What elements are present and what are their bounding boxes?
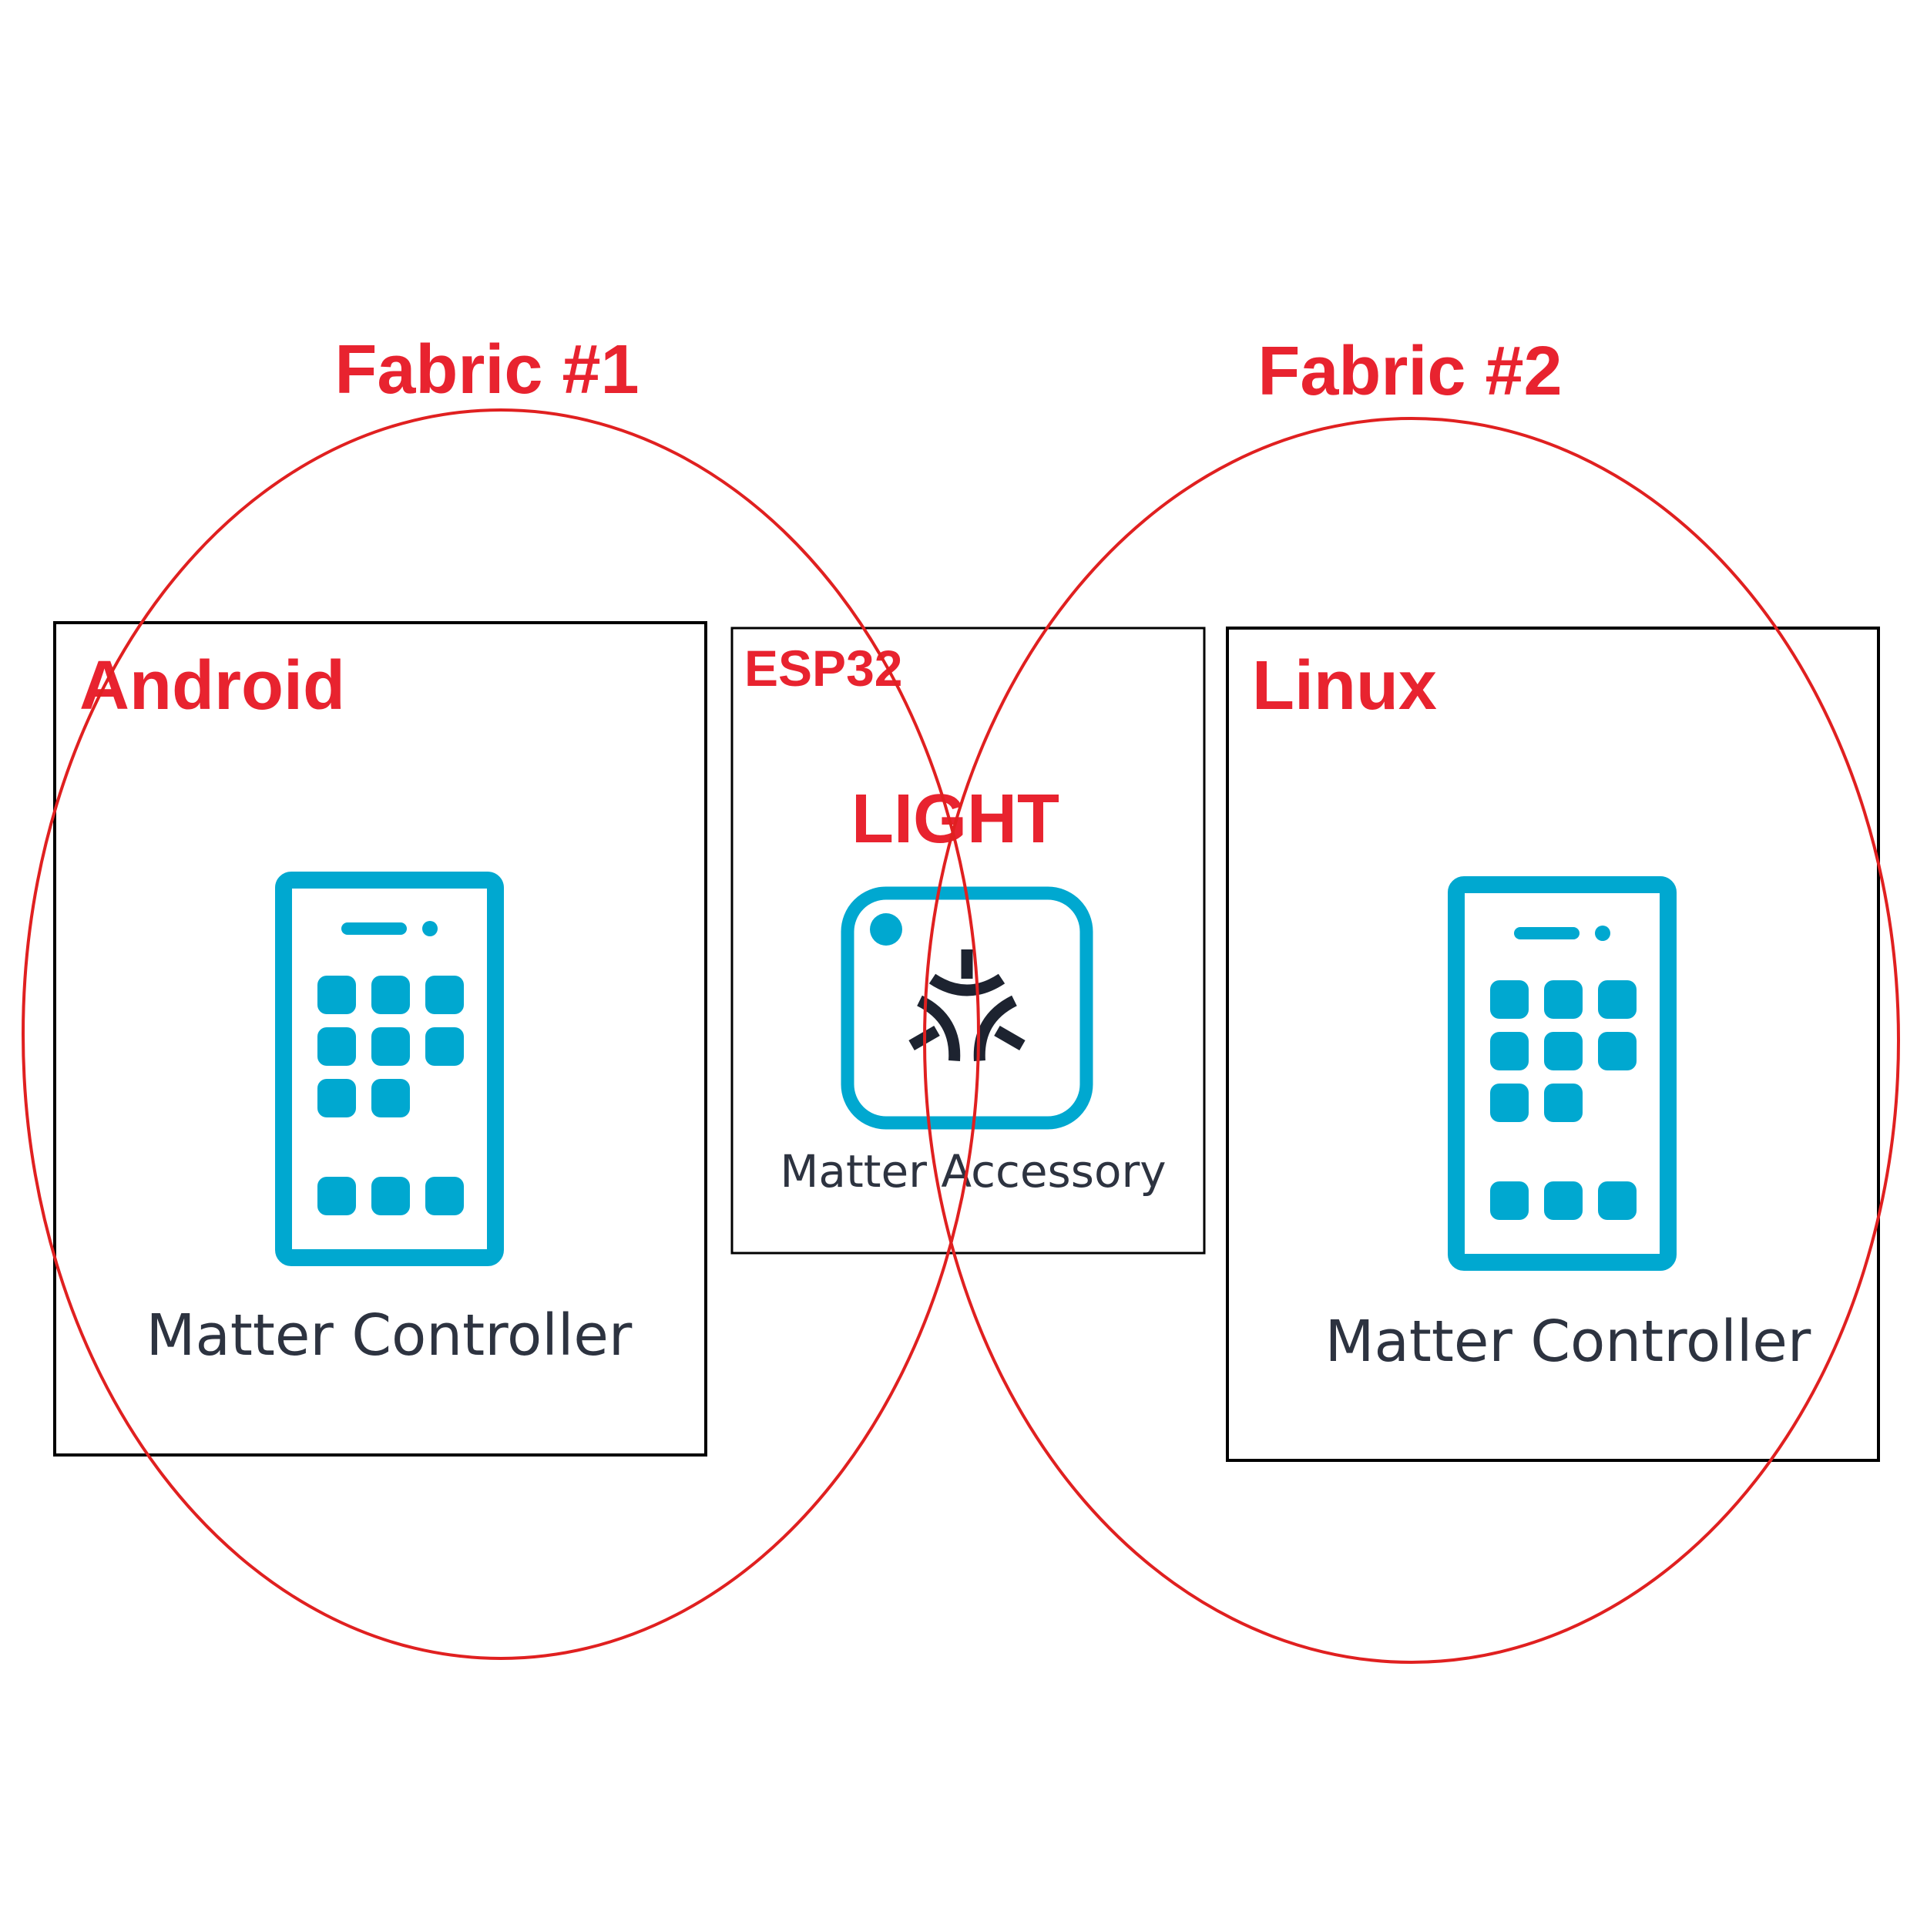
esp32-platform-label: ESP32	[744, 640, 902, 697]
smartphone-icon	[275, 872, 504, 1266]
linux-box: Linux Matter Controller	[1226, 627, 1880, 1462]
fabric-2-ellipse	[923, 417, 1900, 1664]
esp32-device-label: Matter Accessory	[780, 1145, 1166, 1198]
android-platform-label: Android	[79, 647, 345, 724]
linux-device-label: Matter Controller	[1325, 1309, 1811, 1375]
esp32-box-border	[730, 627, 1206, 1255]
fabric-2-label: Fabric #2	[1257, 333, 1562, 410]
fabric-1-label: Fabric #1	[334, 331, 639, 408]
fabric-1-ellipse	[22, 408, 980, 1660]
android-box: Android Matter Controller	[53, 621, 707, 1457]
android-box-border	[53, 621, 707, 1457]
linux-platform-label: Linux	[1252, 647, 1437, 724]
linux-box-border	[1226, 627, 1880, 1462]
android-device-label: Matter Controller	[146, 1302, 633, 1369]
smartphone-icon	[1448, 876, 1677, 1271]
matter-logo-icon	[908, 949, 1026, 1061]
matter-accessory-icon	[841, 886, 1093, 1130]
